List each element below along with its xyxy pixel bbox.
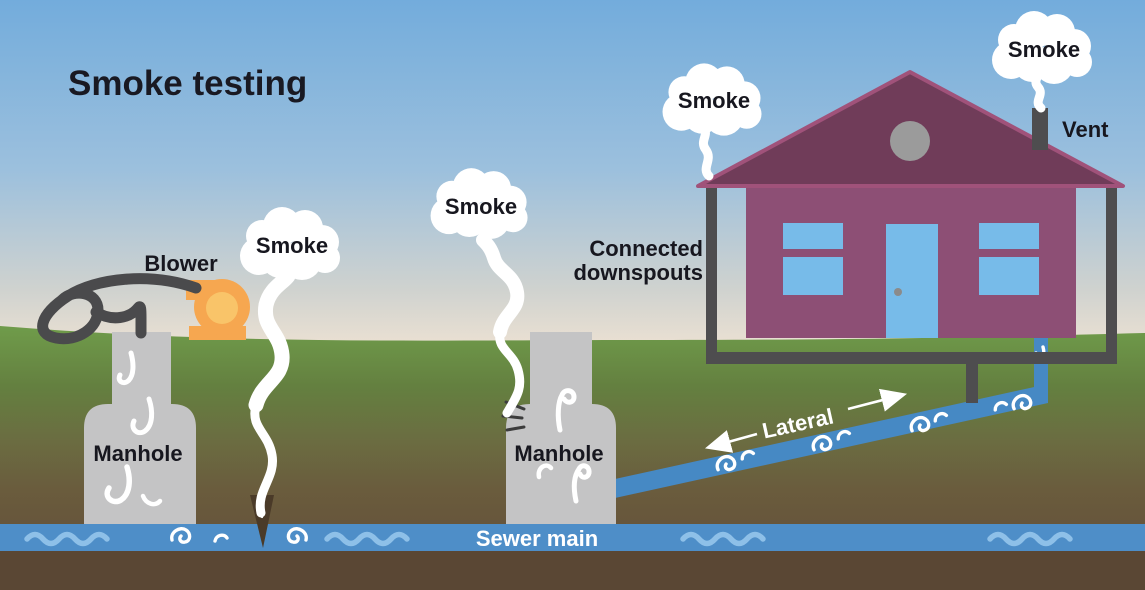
manhole-left-body <box>84 332 196 524</box>
lateral-arrow-left <box>704 430 758 453</box>
smoke-label-middle: Smoke <box>445 194 517 219</box>
deep-soil <box>0 551 1145 590</box>
house-drain-pipe <box>1034 338 1048 402</box>
sewer-main-label: Sewer main <box>476 526 598 551</box>
downspout-left <box>706 182 717 362</box>
vent-label: Vent <box>1062 117 1109 142</box>
manhole-smoke-curl <box>555 388 577 433</box>
sewage-wave <box>987 531 1073 547</box>
downspout-bottom-bar <box>706 352 1117 364</box>
manhole-smoke-curl <box>116 350 136 386</box>
manhole-middle-label: Manhole <box>514 441 603 466</box>
diagram-title: Smoke testing <box>68 64 307 103</box>
manhole-smoke-curl <box>140 493 163 507</box>
smoke-label-downspout: Smoke <box>678 88 750 113</box>
smoke-trail-left <box>250 400 278 518</box>
manhole-left: Manhole <box>84 332 196 524</box>
lateral-arrow-right <box>847 388 908 412</box>
blower-hose <box>37 273 202 345</box>
sewage-wave <box>324 531 410 547</box>
house <box>696 70 1125 338</box>
window-left <box>783 223 843 295</box>
manhole-smoke-curl <box>130 396 155 436</box>
downspout-right <box>1106 182 1117 362</box>
vent-pipe <box>1032 108 1048 150</box>
smoke-trail-middle <box>476 233 525 339</box>
manhole-smoke-curl <box>104 464 132 505</box>
smoke-trail-middle <box>495 327 525 418</box>
connected-downspouts-label-line2: downspouts <box>573 260 703 285</box>
sewage-wave <box>680 531 766 547</box>
smoke-trail-left <box>248 268 296 413</box>
door <box>886 224 938 338</box>
sewage-wave <box>24 531 110 547</box>
connected-downspouts-label-line1: Connected <box>589 236 703 261</box>
downspout-underground-stub <box>966 360 978 403</box>
window-left-divider <box>783 249 843 257</box>
manhole-left-label: Manhole <box>93 441 182 466</box>
window-left-glass <box>783 223 843 295</box>
manhole-smoke-curl <box>571 463 592 504</box>
smoke-trail-downspout <box>698 123 714 181</box>
blower-fan <box>206 292 238 324</box>
window-right-glass <box>979 223 1039 295</box>
door-knob <box>894 288 902 296</box>
smoke-label-left: Smoke <box>256 233 328 258</box>
blower-label: Blower <box>144 251 218 276</box>
window-right-divider <box>979 249 1039 257</box>
manhole-middle: Manhole <box>501 332 616 524</box>
gable-window <box>890 121 930 161</box>
smoke-label-vent: Smoke <box>1008 37 1080 62</box>
window-right <box>979 223 1039 295</box>
manhole-smoke-curl <box>536 463 554 480</box>
blower: Blower <box>144 251 250 340</box>
